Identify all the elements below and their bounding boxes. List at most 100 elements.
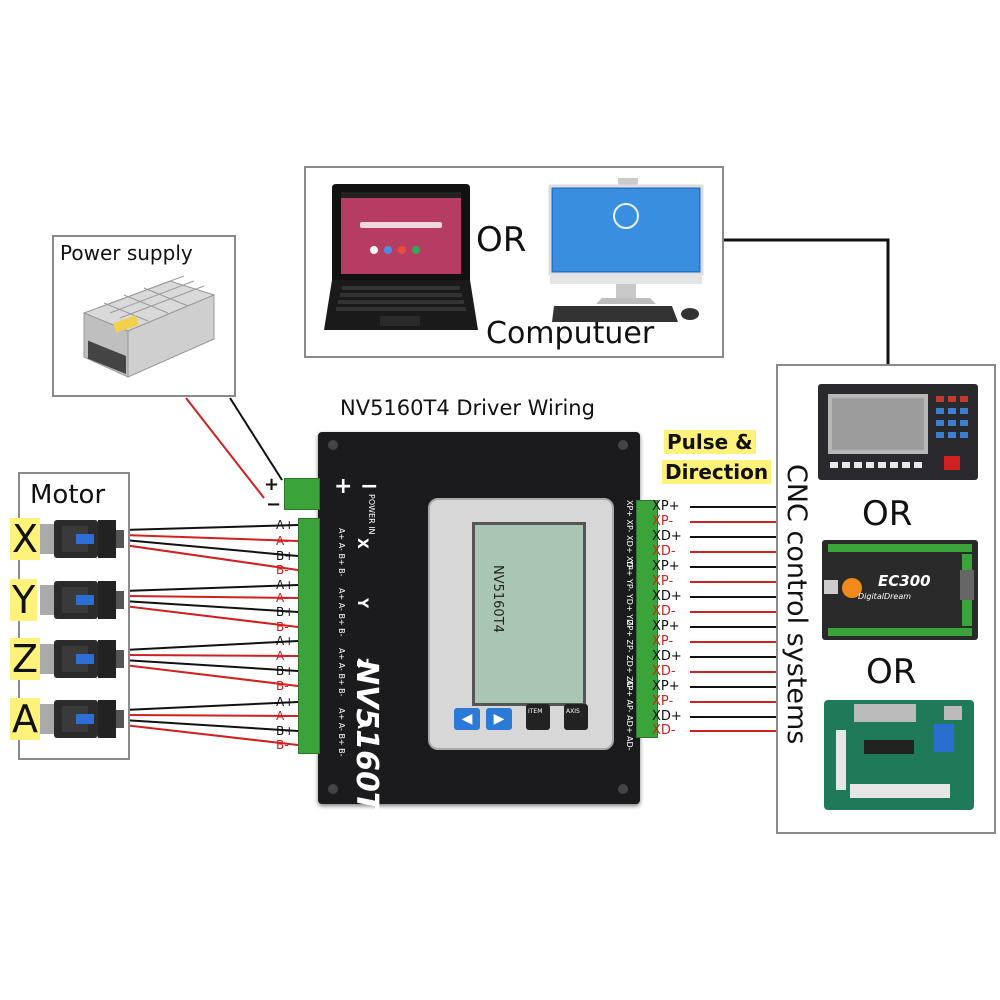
motor-wire [123,605,299,628]
monitor-icon [548,178,704,304]
signal-pin-label: XD+ [652,649,682,664]
signal-pin-label: XP+ [652,559,680,574]
cnc-or-2: OR [866,652,917,692]
driver-model: NV5160T4 [349,660,384,834]
laptop-icon [324,184,478,330]
motor-pin-label: A- [276,591,289,605]
signal-pin-label: XD+ [652,589,682,604]
signal-pin-label: XD+ [652,709,682,724]
motor-wire [123,539,299,557]
power-wire-red [185,397,265,499]
signal-pin-label: XP- [652,634,674,649]
stepper-motor-icon [40,520,124,558]
motor-terminal-block [298,518,320,754]
stepper-motor-icon [40,700,124,738]
driver-axis-x: X [354,538,370,549]
item-button[interactable]: ITEM [526,704,550,730]
mouse-icon [681,308,699,320]
lcd-screen: NV5160T4 [472,522,586,706]
motor-wire [123,664,299,687]
motor-wire [123,719,299,732]
lcd-text: NV5160T4 [490,565,505,633]
keyboard-icon [552,306,699,322]
signal-pin-label: XP+ [652,679,680,694]
motor-wire [123,595,299,599]
pulse-label: Pulse & [664,430,756,454]
driver-signal-pins: YP+ YP- YD+ YD- [625,560,634,629]
motor-wire [123,544,299,571]
motor-pin-label: B- [276,620,289,634]
motor-wire [123,600,299,613]
power-terminal-block [284,478,320,510]
motor-pin-label: A- [276,709,289,723]
motor-pin-label: B+ [276,549,295,563]
ec300-label: EC300 [878,572,931,590]
axis-button[interactable]: AXIS [564,704,588,730]
signal-pin-label: XD- [652,723,676,738]
breakout-board-icon [824,700,974,810]
ec300-brand: DigitalDream [858,592,912,601]
signal-pin-label: XD- [652,544,676,559]
computer-cnc-cable [722,238,890,364]
cnc-or-1: OR [862,494,913,534]
computer-box: OR Computuer [304,166,724,358]
signal-pin-label: XD- [652,604,676,619]
motor-wire [123,714,299,717]
motor-axis-x: X [10,517,41,561]
power-minus: − [266,494,282,515]
left-arrow-button[interactable]: ◀ [454,708,480,730]
motor-pin-label: A+ [276,634,295,648]
stepper-motor-icon [40,640,124,678]
item-button-label: ITEM [528,708,543,715]
power-supply-icon [82,275,216,378]
display-panel: NV5160T4 ◀ ▶ ITEM AXIS [428,498,614,750]
motor-wire [123,524,299,531]
axis-button-label: AXIS [566,708,580,715]
power-supply-label: Power supply [60,241,193,265]
cnc-label: CNC control systems [781,464,812,745]
motor-pin-label: B- [276,738,289,752]
driver-axis-pins: A+ A- B+ B- [337,588,346,637]
motor-wire [123,534,299,542]
motor-axis-a: A [10,697,40,741]
motor-wire [123,654,299,657]
driver-plus-minus: + − [334,474,379,499]
power-plus: + [264,474,280,495]
driver-axis-pins: A+ A- B+ B- [337,528,346,577]
signal-terminal-block [636,500,658,738]
signal-pin-label: XP- [652,574,674,589]
cnc-box: CNC control systems OR EC300 DigitalDrea… [776,364,996,834]
signal-pin-label: XP+ [652,619,680,634]
motor-wire [123,584,299,592]
ec300-board-icon [822,540,978,640]
motor-wire [123,724,299,746]
computer-or: OR [476,220,527,260]
signal-pin-label: XP+ [652,499,680,514]
motor-axis-y: Y [10,578,38,622]
driver-axis-pins: A+ A- B+ B- [337,648,346,697]
motor-label: Motor [30,480,106,510]
motor-pin-label: B+ [276,724,295,738]
motor-pin-label: A+ [276,578,295,592]
motor-axis-z: Z [10,637,41,681]
motor-pin-label: A- [276,649,289,663]
power-supply-box: Power supply [52,235,236,397]
driver-axis-pins: A+ A- B+ B- [337,708,346,757]
motor-pin-label: B+ [276,605,295,619]
motor-pin-label: B- [276,563,289,577]
driver-power-in: POWER IN [367,494,376,535]
signal-pin-label: XD+ [652,529,682,544]
motor-pin-label: A+ [276,695,295,709]
motor-pin-label: B+ [276,664,295,678]
power-wire-black [229,397,283,481]
stepper-motor-icon [40,581,124,619]
signal-pin-label: XP- [652,694,674,709]
right-arrow-button[interactable]: ▶ [486,708,512,730]
motor-pin-label: A- [276,534,289,548]
computer-label: Computuer [486,316,655,351]
diagram-title: NV5160T4 Driver Wiring [340,396,595,420]
motor-pin-label: B- [276,679,289,693]
direction-label: Direction [662,460,772,484]
